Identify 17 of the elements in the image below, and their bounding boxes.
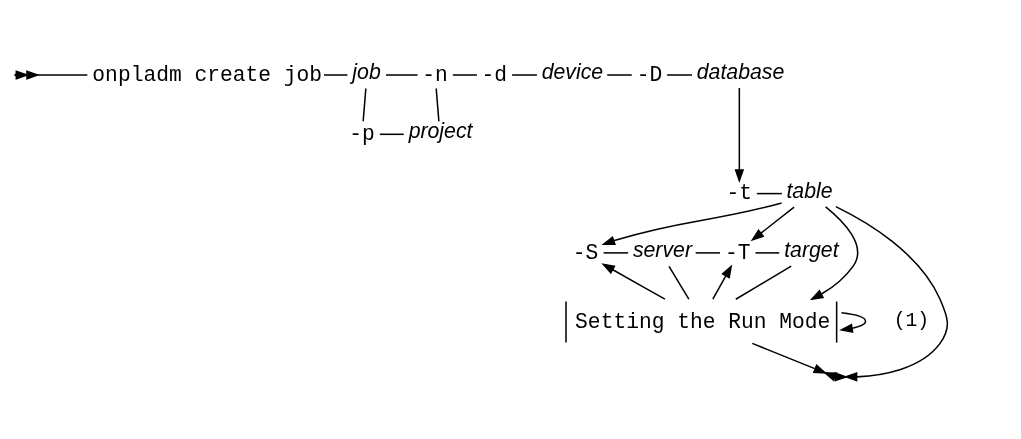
node-text: -D	[636, 62, 663, 87]
node-text: -n	[422, 62, 448, 87]
node-text: onpladm create job	[92, 62, 323, 87]
node-text: job	[352, 59, 381, 84]
node-text: Setting the Run Mode	[575, 309, 831, 334]
node-text: project	[408, 118, 473, 143]
node-text: -d	[481, 62, 508, 87]
node-text: -p	[349, 121, 375, 146]
node-text: table	[786, 178, 833, 203]
node-text: database	[696, 59, 785, 84]
node-text: target	[784, 237, 839, 262]
node-text: device	[541, 59, 604, 84]
node-text: -T	[724, 240, 751, 265]
node-text: server	[632, 237, 692, 262]
node-text: -t	[726, 180, 752, 205]
node-text: -S	[572, 240, 599, 265]
node-label: (1)	[893, 310, 930, 332]
